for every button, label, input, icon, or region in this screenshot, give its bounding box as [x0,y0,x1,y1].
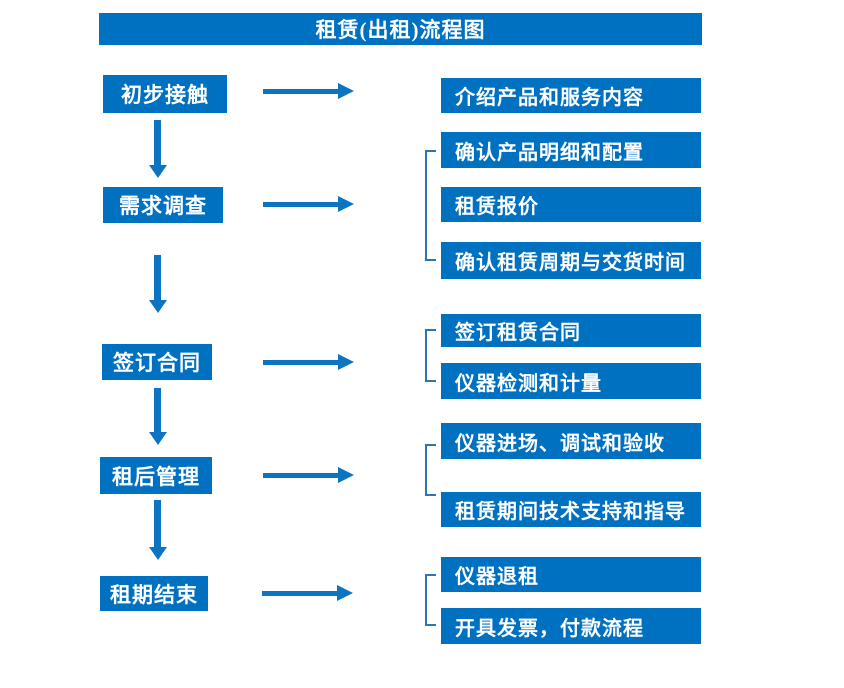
detail-box-confirm-period-delivery: 确认租赁周期与交货时间 [441,242,701,279]
detail-box-introduce-products: 介绍产品和服务内容 [441,78,701,113]
bracket-connector [425,150,436,261]
arrow-right-icon [263,467,354,484]
arrow-right-icon [263,196,354,213]
detail-box-invoice-payment: 开具发票，付款流程 [441,608,701,644]
arrow-right-icon [263,354,354,371]
arrow-down-icon [149,255,167,313]
detail-box-instrument-setup-acceptance: 仪器进场、调试和验收 [441,423,701,459]
arrow-down-icon [149,388,167,445]
stage-box-initial-contact: 初步接触 [103,75,227,113]
detail-box-confirm-product-config: 确认产品明细和配置 [441,132,701,168]
arrow-down-icon [149,500,167,560]
stage-box-demand-survey: 需求调查 [103,187,223,223]
arrow-right-icon [263,83,354,100]
stage-box-sign-contract: 签订合同 [102,344,212,380]
arrow-right-icon [262,585,353,602]
bracket-connector [425,444,436,496]
detail-box-sign-rental-contract: 签订租赁合同 [441,314,701,347]
bracket-connector [425,574,436,626]
flowchart-title: 租赁(出租)流程图 [99,13,702,45]
detail-box-instrument-testing: 仪器检测和计量 [441,363,701,399]
arrow-down-icon [149,120,167,178]
detail-box-instrument-return: 仪器退租 [441,557,701,592]
stage-box-lease-end: 租期结束 [100,576,208,611]
stage-box-post-rental-management: 租后管理 [100,457,212,494]
bracket-connector [425,329,436,382]
detail-box-tech-support: 租赁期间技术支持和指导 [441,492,701,527]
detail-box-rental-quotation: 租赁报价 [441,187,701,222]
